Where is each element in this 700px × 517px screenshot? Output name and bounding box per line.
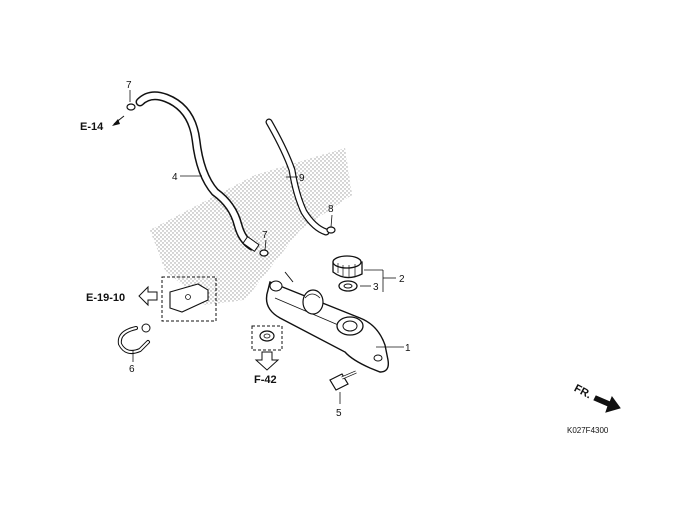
- f42-arrow: [254, 351, 280, 371]
- callout-2: 2: [399, 274, 405, 285]
- washer-3: [338, 280, 358, 292]
- e1910-arrow: [138, 285, 158, 307]
- clip-8: [326, 226, 336, 234]
- callout-7-lower: 7: [262, 230, 268, 241]
- band-clip-6: [117, 323, 151, 354]
- clip-7-lower: [259, 249, 269, 257]
- front-direction-label: FR.: [572, 382, 593, 401]
- ref-f42[interactable]: F-42: [254, 374, 277, 386]
- callout-7-upper: 7: [126, 80, 132, 91]
- callout-5: 5: [336, 408, 342, 419]
- reservoir-cap: [332, 255, 363, 279]
- f42-grommet-box: [251, 325, 283, 351]
- callout-3: 3: [373, 282, 379, 293]
- frame-shading: [150, 148, 352, 305]
- callout-1: 1: [405, 343, 411, 354]
- e1910-bracket-box: [161, 276, 217, 322]
- callout-9: 9: [299, 173, 305, 184]
- bolt-5: [329, 370, 357, 391]
- diagram-code: K027F4300: [567, 426, 609, 435]
- ref-e14[interactable]: E-14: [80, 121, 104, 133]
- callout-6: 6: [129, 364, 135, 375]
- ref-e1910[interactable]: E-19-10: [86, 292, 125, 304]
- hose-9: [265, 118, 330, 236]
- callout-4: 4: [172, 172, 178, 183]
- callout-8: 8: [328, 204, 334, 215]
- reservoir-tank: [265, 271, 390, 373]
- hose-4: [135, 91, 260, 252]
- front-direction-arrow: [593, 395, 621, 413]
- clip-7-upper: [126, 103, 136, 111]
- leader-lines: [129, 90, 404, 404]
- e14-arrow: [112, 115, 125, 126]
